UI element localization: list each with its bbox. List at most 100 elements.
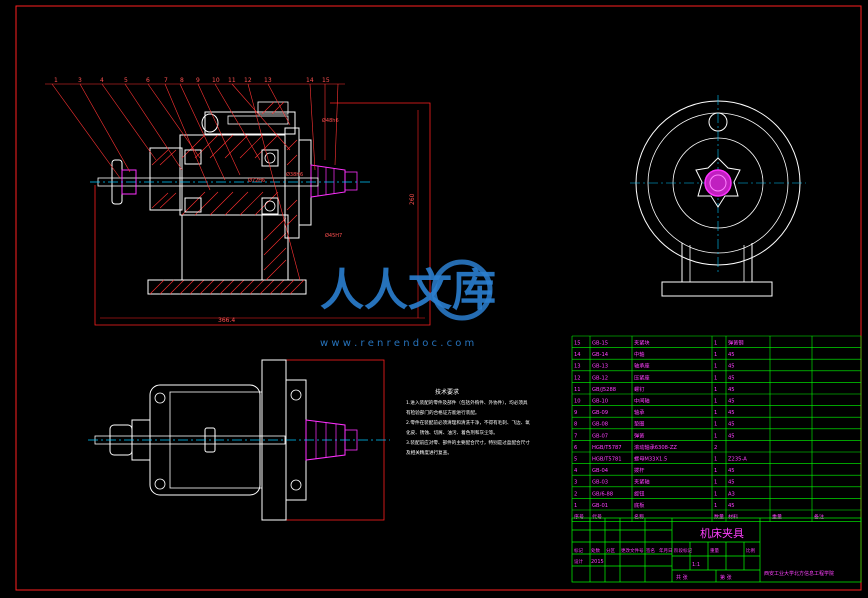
drawing-title: 机床夹具 [700, 526, 744, 540]
parts-cell-code: GB-13 [592, 364, 608, 370]
watermark-logo-icon [431, 259, 493, 321]
school-name: 西安工业大学北方信息工程学院 [764, 570, 834, 577]
parts-cell-no: 1 [574, 503, 577, 509]
front-section-view [45, 83, 431, 326]
parts-cell-mat: 45 [728, 364, 735, 370]
parts-cell-qty: 2 [714, 445, 717, 451]
parts-cell-mat: 弹簧钢 [728, 339, 744, 347]
dim-bore: Ø45H7 [325, 232, 342, 239]
tech-note-line: 1.进入装配的零件及部件（包括外购件、外协件），均必须具 [406, 399, 528, 406]
parts-cell-code: GB-14 [592, 352, 609, 358]
parts-cell-mat: 45 [728, 433, 735, 439]
dim-spindle: Ø38H6 [286, 171, 303, 178]
parts-cell-name: 轴承座 [634, 362, 650, 370]
balloon-6: 6 [146, 77, 150, 84]
parts-header-cell: 重量 [772, 514, 782, 521]
parts-cell-no: 7 [574, 433, 577, 439]
parts-cell-mat: 45 [728, 352, 735, 358]
dim-base: Ø72H6 [248, 177, 265, 184]
parts-cell-code: GB-15 [592, 341, 608, 347]
parts-cell-qty: 1 [714, 410, 717, 416]
technical-notes: 技术要求 1.进入装配的零件及部件（包括外购件、外协件），均必须具 有检验部门的… [406, 388, 530, 456]
parts-cell-mat: A3 [728, 491, 735, 497]
parts-cell-qty: 1 [714, 503, 717, 509]
parts-cell-no: 8 [574, 422, 577, 428]
parts-header-cell: 材料 [728, 514, 738, 521]
parts-cell-qty: 1 [714, 457, 717, 463]
tb-sheet-total: 共 张 [676, 574, 688, 581]
parts-cell-name: 底板 [634, 501, 645, 509]
parts-cell-mat: 45 [728, 468, 735, 474]
parts-cell-mat: 45 [728, 375, 735, 381]
parts-cell-qty: 1 [714, 468, 717, 474]
parts-cell-name: 压紧座 [634, 373, 650, 381]
balloon-1: 1 [54, 77, 58, 84]
parts-cell-mat: 45 [728, 503, 735, 509]
parts-cell-qty: 1 [714, 491, 717, 497]
tech-note-line: 及相关精度进行复查。 [406, 449, 452, 456]
balloon-12: 12 [244, 77, 252, 84]
balloon-11: 11 [228, 77, 236, 84]
parts-cell-name: 轴承 [634, 408, 645, 416]
tb-stage-label: 阶段标记 [674, 547, 692, 554]
parts-cell-mat: 45 [728, 399, 735, 405]
parts-cell-code: GB/J5288 [592, 387, 616, 393]
parts-cell-qty: 1 [714, 341, 717, 347]
parts-cell-name: 旋钮 [634, 489, 644, 497]
parts-cell-mat: 45 [728, 480, 735, 486]
parts-cell-code: GB-08 [592, 422, 608, 428]
parts-cell-no: 15 [574, 341, 581, 347]
dim-width: 366.4 [218, 317, 235, 324]
parts-cell-no: 13 [574, 364, 581, 370]
parts-cell-name: 垫圈 [634, 420, 644, 428]
tb-label-change: 更改文件号 [621, 547, 644, 554]
tb-sheet-no: 第 张 [720, 574, 732, 581]
parts-cell-qty: 1 [714, 422, 717, 428]
parts-cell-code: GB-04 [592, 468, 609, 474]
tb-label-zone: 分区 [606, 547, 615, 554]
parts-header-cell: 名称 [634, 514, 644, 521]
parts-cell-name: 螺母M33X1.5 [634, 455, 667, 463]
tech-notes-title: 技术要求 [435, 388, 459, 396]
parts-cell-mat: 45 [728, 387, 735, 393]
parts-cell-qty: 1 [714, 352, 717, 358]
dim-height: 260 [409, 193, 416, 205]
tb-scale-label: 比例 [746, 547, 755, 554]
parts-cell-code: GB-12 [592, 375, 608, 381]
parts-cell-no: 5 [574, 457, 577, 463]
balloon-4: 4 [100, 77, 104, 84]
tech-note-line: 化皮、锈蚀、切屑、油污、着色剂和灰尘等。 [406, 429, 498, 436]
parts-cell-qty: 1 [714, 375, 717, 381]
parts-header-cell: 代号 [592, 514, 602, 521]
parts-cell-qty: 1 [714, 480, 717, 486]
balloon-10: 10 [212, 77, 220, 84]
drawing-frame [15, 5, 862, 591]
title-block [571, 517, 862, 583]
watermark-url: w w w . r e n r e n d o c . c o m [320, 338, 474, 349]
tb-scale: 1:1 [692, 562, 700, 568]
tb-label-date: 年月日 [659, 547, 673, 554]
watermark-brand: 人人文库 [320, 265, 496, 316]
parts-cell-qty: 1 [714, 387, 717, 393]
tb-label-sign: 签名 [646, 547, 655, 554]
parts-cell-code: GB-03 [592, 480, 608, 486]
balloon-7: 7 [164, 77, 168, 84]
tb-weight-label: 重量 [710, 547, 719, 554]
parts-cell-code: GB-01 [592, 503, 608, 509]
parts-cell-name: 夹紧块 [634, 339, 650, 347]
parts-cell-code: GB-10 [592, 399, 608, 405]
dim-thread: Ø48h6 [322, 117, 339, 124]
parts-header-cell: 数量 [714, 514, 724, 521]
balloon-14: 14 [306, 77, 314, 84]
balloon-3: 3 [78, 77, 82, 84]
tech-note-line: 2.零件在装配前必须清理和清洗干净，不得有毛刺、飞边、氧 [406, 419, 530, 426]
parts-cell-no: 9 [574, 410, 577, 416]
balloon-8: 8 [180, 77, 184, 84]
parts-header-cell: 备注 [814, 514, 824, 521]
parts-cell-name: 螺钉 [634, 385, 644, 393]
parts-cell-no: 10 [574, 399, 581, 405]
parts-cell-no: 6 [574, 445, 577, 451]
parts-cell-qty: 1 [714, 399, 717, 405]
parts-cell-no: 12 [574, 375, 581, 381]
